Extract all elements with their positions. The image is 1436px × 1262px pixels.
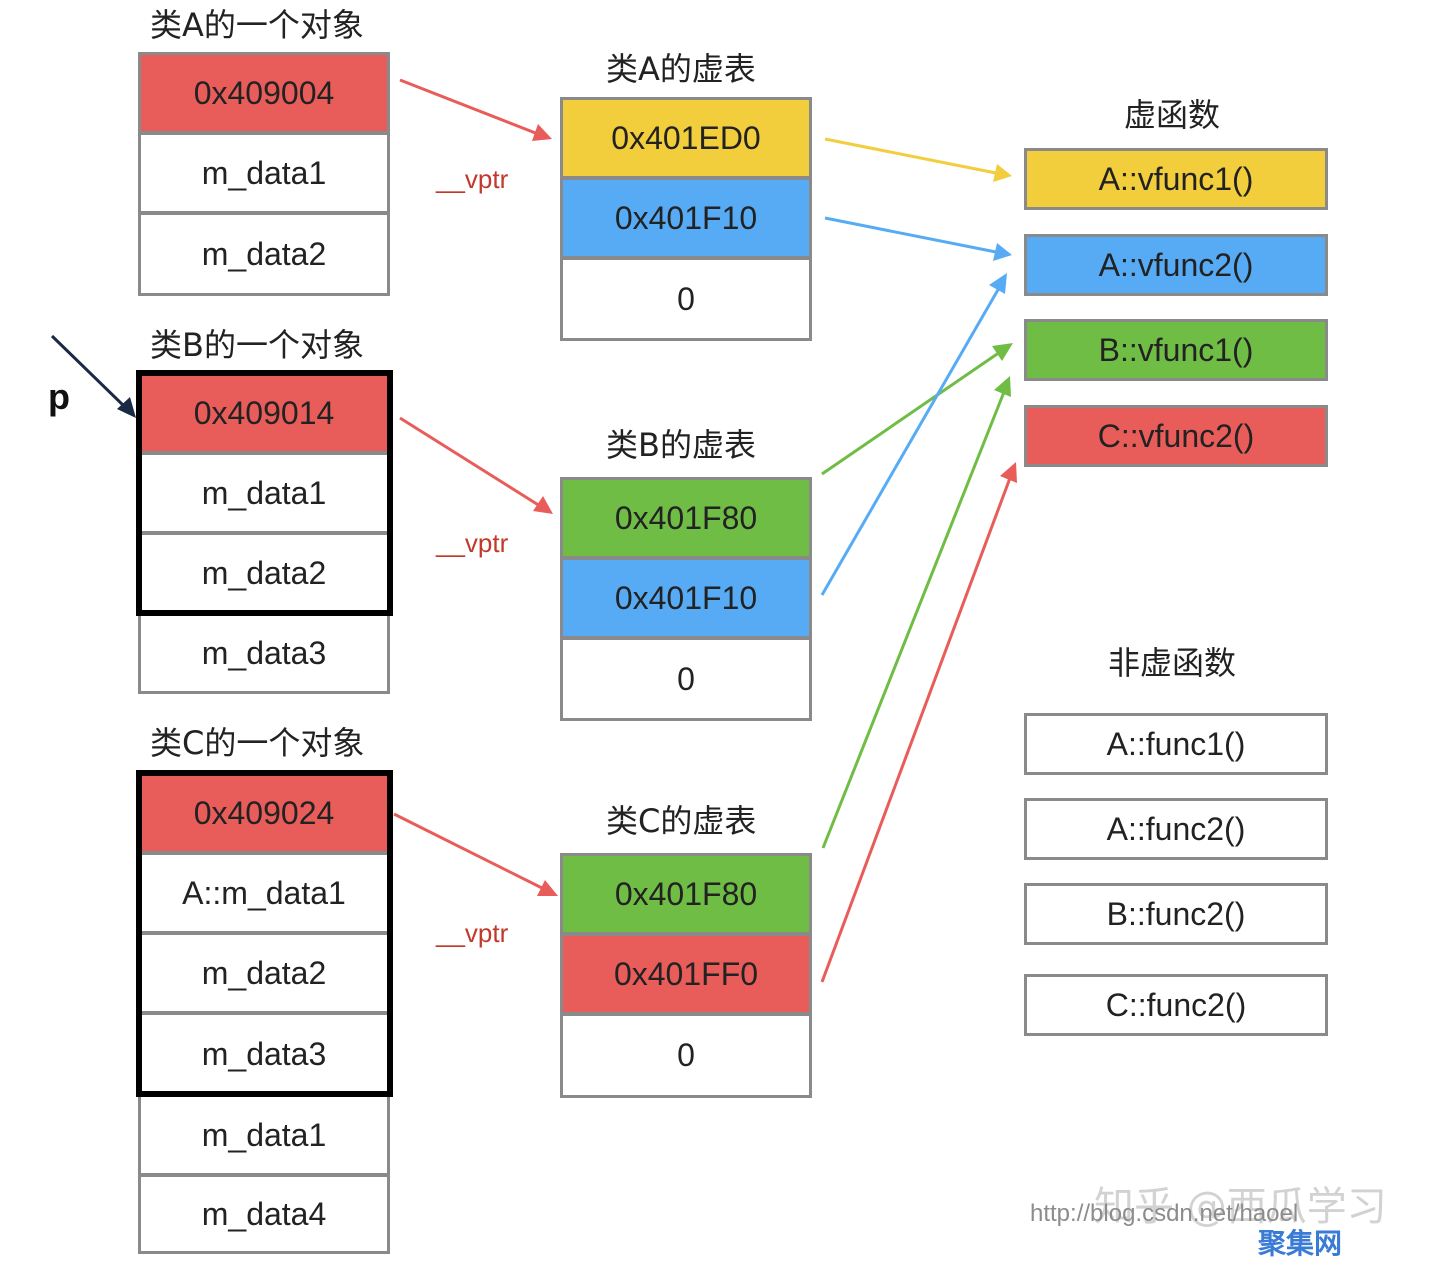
vtable-b-entry: 0x401F10 [560, 557, 812, 639]
vptr-arrow-a [399, 78, 552, 141]
vfunc-arrow-c1-red [820, 462, 1017, 983]
virtual-function-box: C::vfunc2() [1024, 405, 1328, 467]
non-virtual-function-box: A::func1() [1024, 713, 1328, 775]
vtable-c-entry: 0x401FF0 [560, 933, 812, 1015]
vfunc-arrow-b1-blue [820, 273, 1007, 596]
watermark-brand: 知乎 @西瓜学习 [1094, 1184, 1387, 1230]
watermark-site: 聚集网 [1258, 1227, 1343, 1260]
vtable-a-entry: 0x401ED0 [560, 97, 812, 179]
non-virtual-function-box: B::func2() [1024, 883, 1328, 945]
object-b-title: 类B的一个对象 [150, 326, 364, 364]
non-virtual-function-box: A::func2() [1024, 798, 1328, 860]
vtable-b-entry: 0x401F80 [560, 477, 812, 559]
non-virtual-function-box: C::func2() [1024, 974, 1328, 1036]
object-a-data-cell: m_data1 [138, 132, 390, 214]
vtable-a-entry: 0 [560, 257, 812, 341]
watermark-url: http://blog.csdn.net/haoel [1030, 1200, 1299, 1227]
vtable-c-title: 类C的虚表 [606, 802, 757, 840]
virtual-functions-title: 虚函数 [1124, 96, 1221, 134]
virtual-function-box: A::vfunc1() [1024, 148, 1328, 210]
vptr-arrow-c [393, 812, 558, 896]
pointer-p-arrow [50, 334, 136, 418]
object-a-vptr-cell: 0x409004 [138, 52, 390, 134]
object-b-data-cell: m_data3 [138, 612, 390, 694]
vtable-a-title: 类A的虚表 [606, 50, 756, 88]
vtable-b-title: 类B的虚表 [606, 426, 756, 464]
vtable-a-entry: 0x401F10 [560, 177, 812, 259]
vfunc-arrow-a1-blue [824, 216, 1012, 261]
vptr-arrow-b [399, 416, 553, 514]
vptr-label-c: __vptr [436, 918, 509, 948]
object-c-data-cell: m_data2 [138, 932, 390, 1014]
vptr-label-b: __vptr [436, 528, 509, 558]
virtual-function-box: B::vfunc1() [1024, 319, 1328, 381]
object-b-vptr-cell: 0x409014 [138, 372, 390, 454]
vfunc-arrow-a0-yellow [824, 137, 1012, 182]
non-virtual-functions-title: 非虚函数 [1108, 644, 1237, 682]
virtual-function-box: A::vfunc2() [1024, 234, 1328, 296]
object-c-data-cell: A::m_data1 [138, 852, 390, 934]
object-a-title: 类A的一个对象 [150, 6, 364, 44]
vptr-label-a: __vptr [436, 164, 509, 194]
object-c-title: 类C的一个对象 [150, 724, 365, 762]
object-c-data-cell: m_data4 [138, 1174, 390, 1254]
pointer-p-label: p [48, 376, 70, 417]
vtable-b-entry: 0 [560, 637, 812, 721]
vtable-c-entry: 0x401F80 [560, 853, 812, 935]
vfunc-arrow-c0-green [821, 376, 1011, 849]
vfunc-arrow-b0-green [821, 343, 1013, 476]
vtable-c-entry: 0 [560, 1013, 812, 1098]
object-a-data-cell: m_data2 [138, 212, 390, 296]
